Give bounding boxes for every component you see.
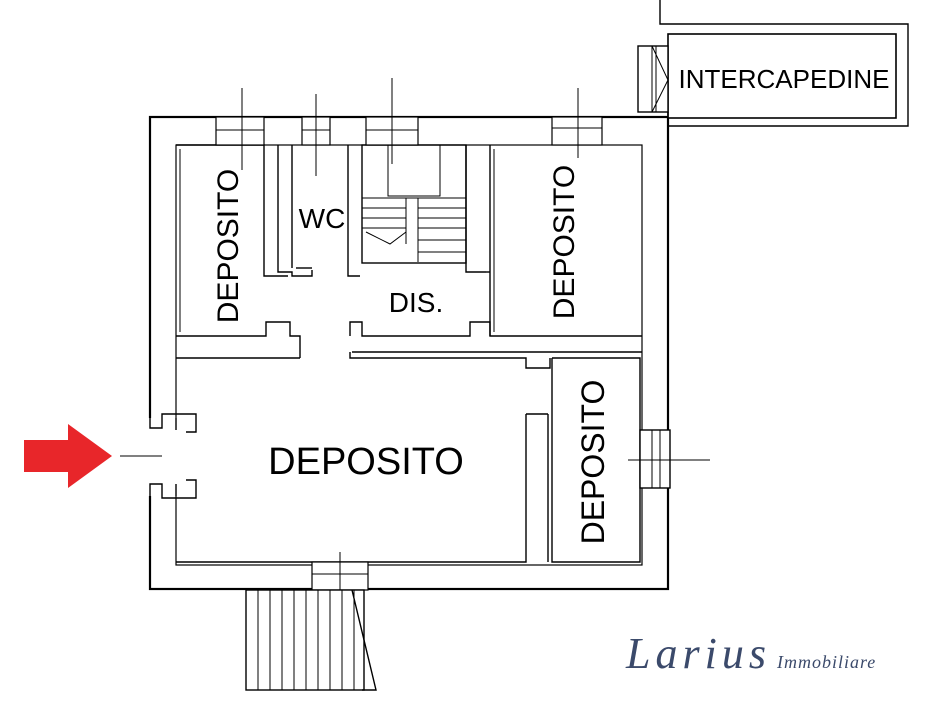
brand-name: Larius — [626, 629, 771, 678]
room-deposito-main — [176, 352, 551, 563]
entrance-door — [120, 413, 197, 499]
intercapedine-block — [637, 0, 909, 127]
bottom-opening — [311, 552, 369, 634]
external-stairs — [245, 589, 377, 691]
label-dis: DIS. — [389, 287, 443, 318]
top-openings — [215, 78, 603, 176]
arrow-right-icon — [24, 424, 112, 488]
label-deposito-main: DEPOSITO — [268, 441, 464, 483]
label-deposito-top-left: DEPOSITO — [212, 169, 245, 323]
label-deposito-right: DEPOSITO — [575, 380, 611, 545]
label-wc: WC — [299, 203, 346, 234]
brand-suffix: Immobiliare — [776, 652, 877, 672]
label-deposito-top-right: DEPOSITO — [548, 165, 581, 319]
room-deposito-right — [551, 357, 641, 563]
room-wc — [277, 145, 360, 277]
room-deposito-top-right — [352, 145, 642, 353]
window-right — [628, 429, 710, 489]
label-intercapedine: INTERCAPEDINE — [679, 64, 890, 94]
